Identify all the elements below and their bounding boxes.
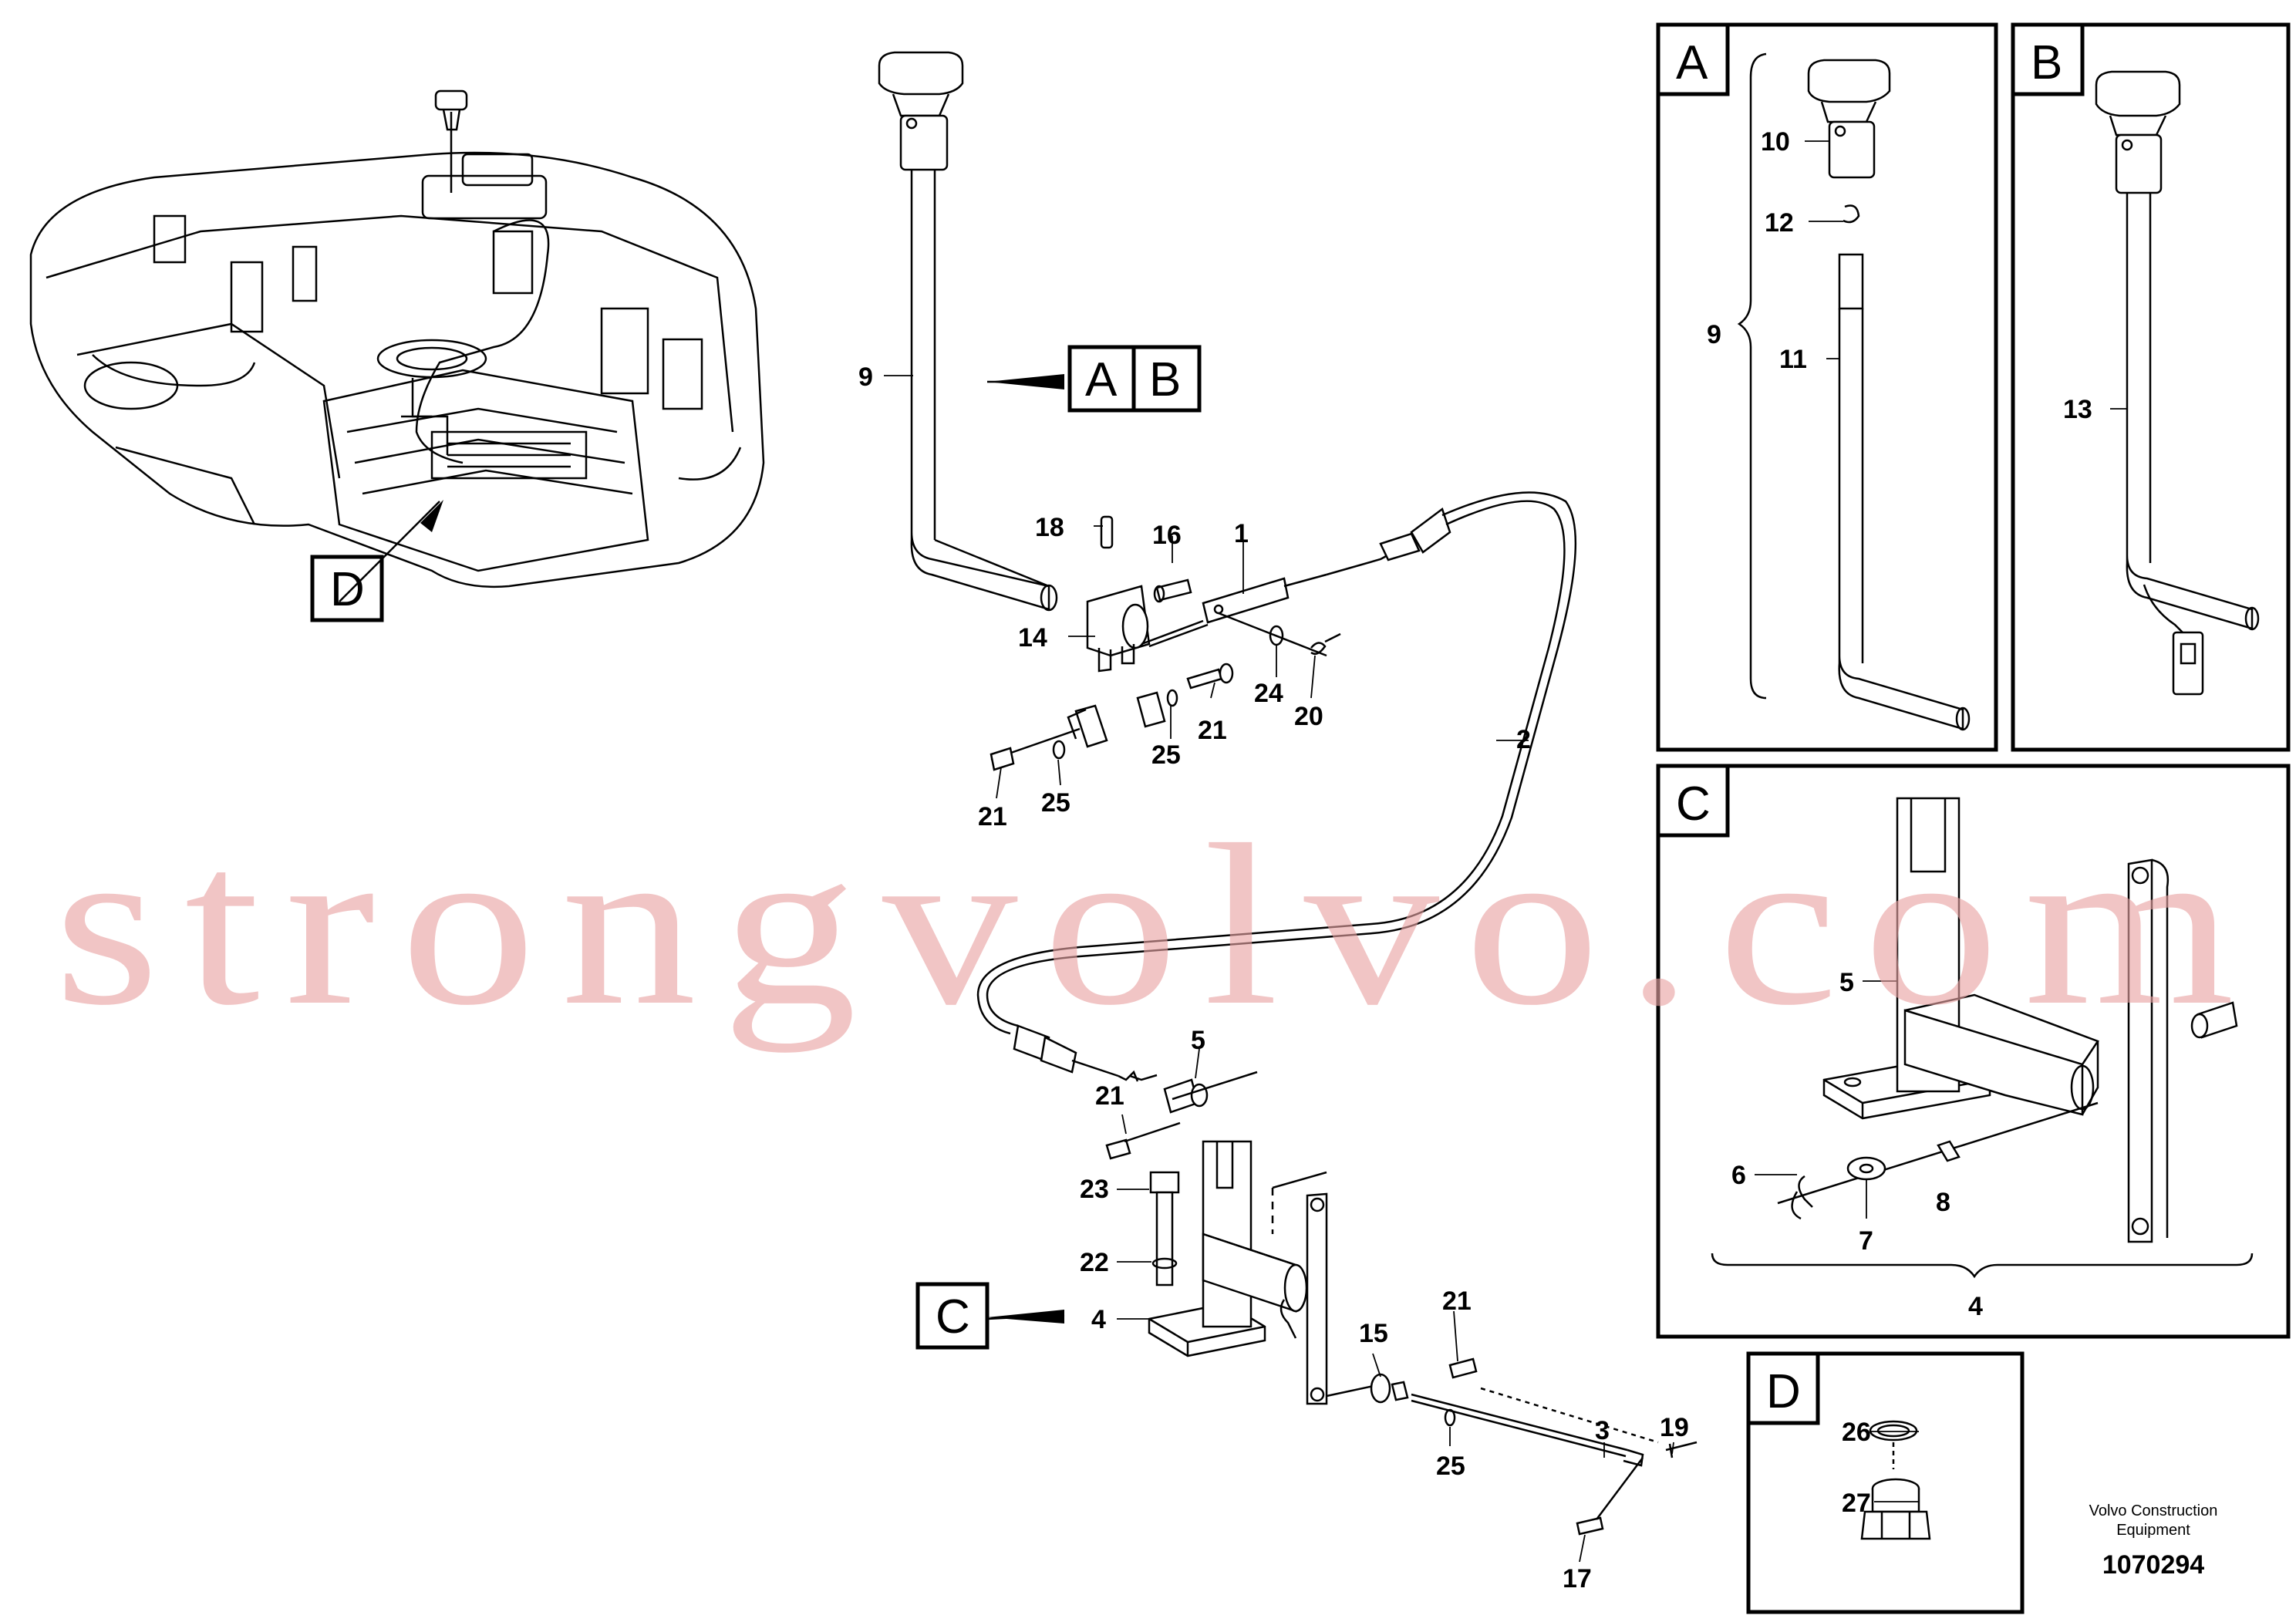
detail-c-callout-6: 6: [1731, 1161, 1746, 1190]
callout-25b: 25: [1041, 788, 1070, 818]
marker-a: A: [1085, 353, 1118, 406]
callout-25a: 25: [1151, 740, 1181, 770]
callout-9: 9: [858, 363, 873, 392]
callout-15: 15: [1359, 1319, 1388, 1348]
detail-a-title: A: [1676, 36, 1708, 89]
callout-2: 2: [1516, 725, 1531, 754]
detail-d-callout-26: 26: [1842, 1418, 1871, 1447]
callout-3: 3: [1595, 1416, 1610, 1445]
callout-4: 4: [1091, 1305, 1106, 1334]
callout-18: 18: [1035, 513, 1064, 542]
footer-brand: Volvo Construction Equipment 1070294: [2089, 1502, 2218, 1580]
callout-19: 19: [1660, 1413, 1689, 1442]
detail-c-callout-4: 4: [1968, 1292, 1983, 1321]
detail-a-drawing: [1737, 52, 1971, 731]
detail-c-callout-5: 5: [1839, 968, 1854, 997]
marker-b: B: [1149, 353, 1181, 406]
marker-d: D: [330, 563, 365, 616]
detail-c-callout-7: 7: [1859, 1226, 1873, 1256]
callout-21b: 21: [978, 802, 1007, 831]
detail-d-callout-27: 27: [1842, 1489, 1871, 1518]
machine-frame-overview: [29, 89, 765, 602]
detail-c-drawing: [1711, 797, 2254, 1279]
callout-21d: 21: [1442, 1286, 1472, 1316]
detail-a-callout-10: 10: [1761, 127, 1790, 157]
detail-b-drawing: [2095, 70, 2260, 696]
marker-c: C: [936, 1290, 970, 1344]
view-marker-letters: A B C D A B C D: [330, 36, 2062, 1418]
main-assembly: [878, 51, 1698, 1536]
detail-d-drawing: [1860, 1420, 1931, 1540]
callout-21c: 21: [1095, 1081, 1124, 1111]
callout-14: 14: [1018, 623, 1047, 653]
callout-5: 5: [1191, 1026, 1205, 1055]
detail-b-callout-13: 13: [2063, 395, 2092, 424]
detail-b-title: B: [2031, 36, 2062, 89]
callout-17: 17: [1563, 1564, 1592, 1593]
detail-a-callout-11: 11: [1779, 345, 1807, 374]
detail-d-title: D: [1766, 1365, 1801, 1418]
callout-22: 22: [1080, 1248, 1109, 1277]
callout-25c: 25: [1436, 1452, 1465, 1481]
callout-16: 16: [1152, 521, 1182, 550]
watermark: strongvolvo.com: [54, 797, 2260, 1054]
callout-21a: 21: [1198, 716, 1227, 745]
callout-24: 24: [1254, 679, 1283, 708]
detail-a-callout-12: 12: [1765, 208, 1794, 238]
callout-labels: 9 18 16 1 14 24 20 21 25 21 25 2 5 21 23…: [858, 363, 1689, 1593]
brand-line-1: Volvo Construction: [2089, 1502, 2218, 1519]
detail-labels: 10 12 11 9 13 5 6 7 8 4 26 27: [1707, 127, 2092, 1518]
callout-20: 20: [1294, 702, 1323, 731]
callout-1: 1: [1234, 519, 1249, 548]
detail-c-title: C: [1676, 777, 1711, 831]
callout-23: 23: [1080, 1175, 1109, 1204]
detail-a-callout-9: 9: [1707, 320, 1721, 349]
leader-lines: [884, 140, 2127, 1563]
detail-c-callout-8: 8: [1936, 1188, 1950, 1217]
brand-line-2: Equipment: [2116, 1522, 2190, 1539]
diagram-number: 1070294: [2102, 1550, 2204, 1580]
